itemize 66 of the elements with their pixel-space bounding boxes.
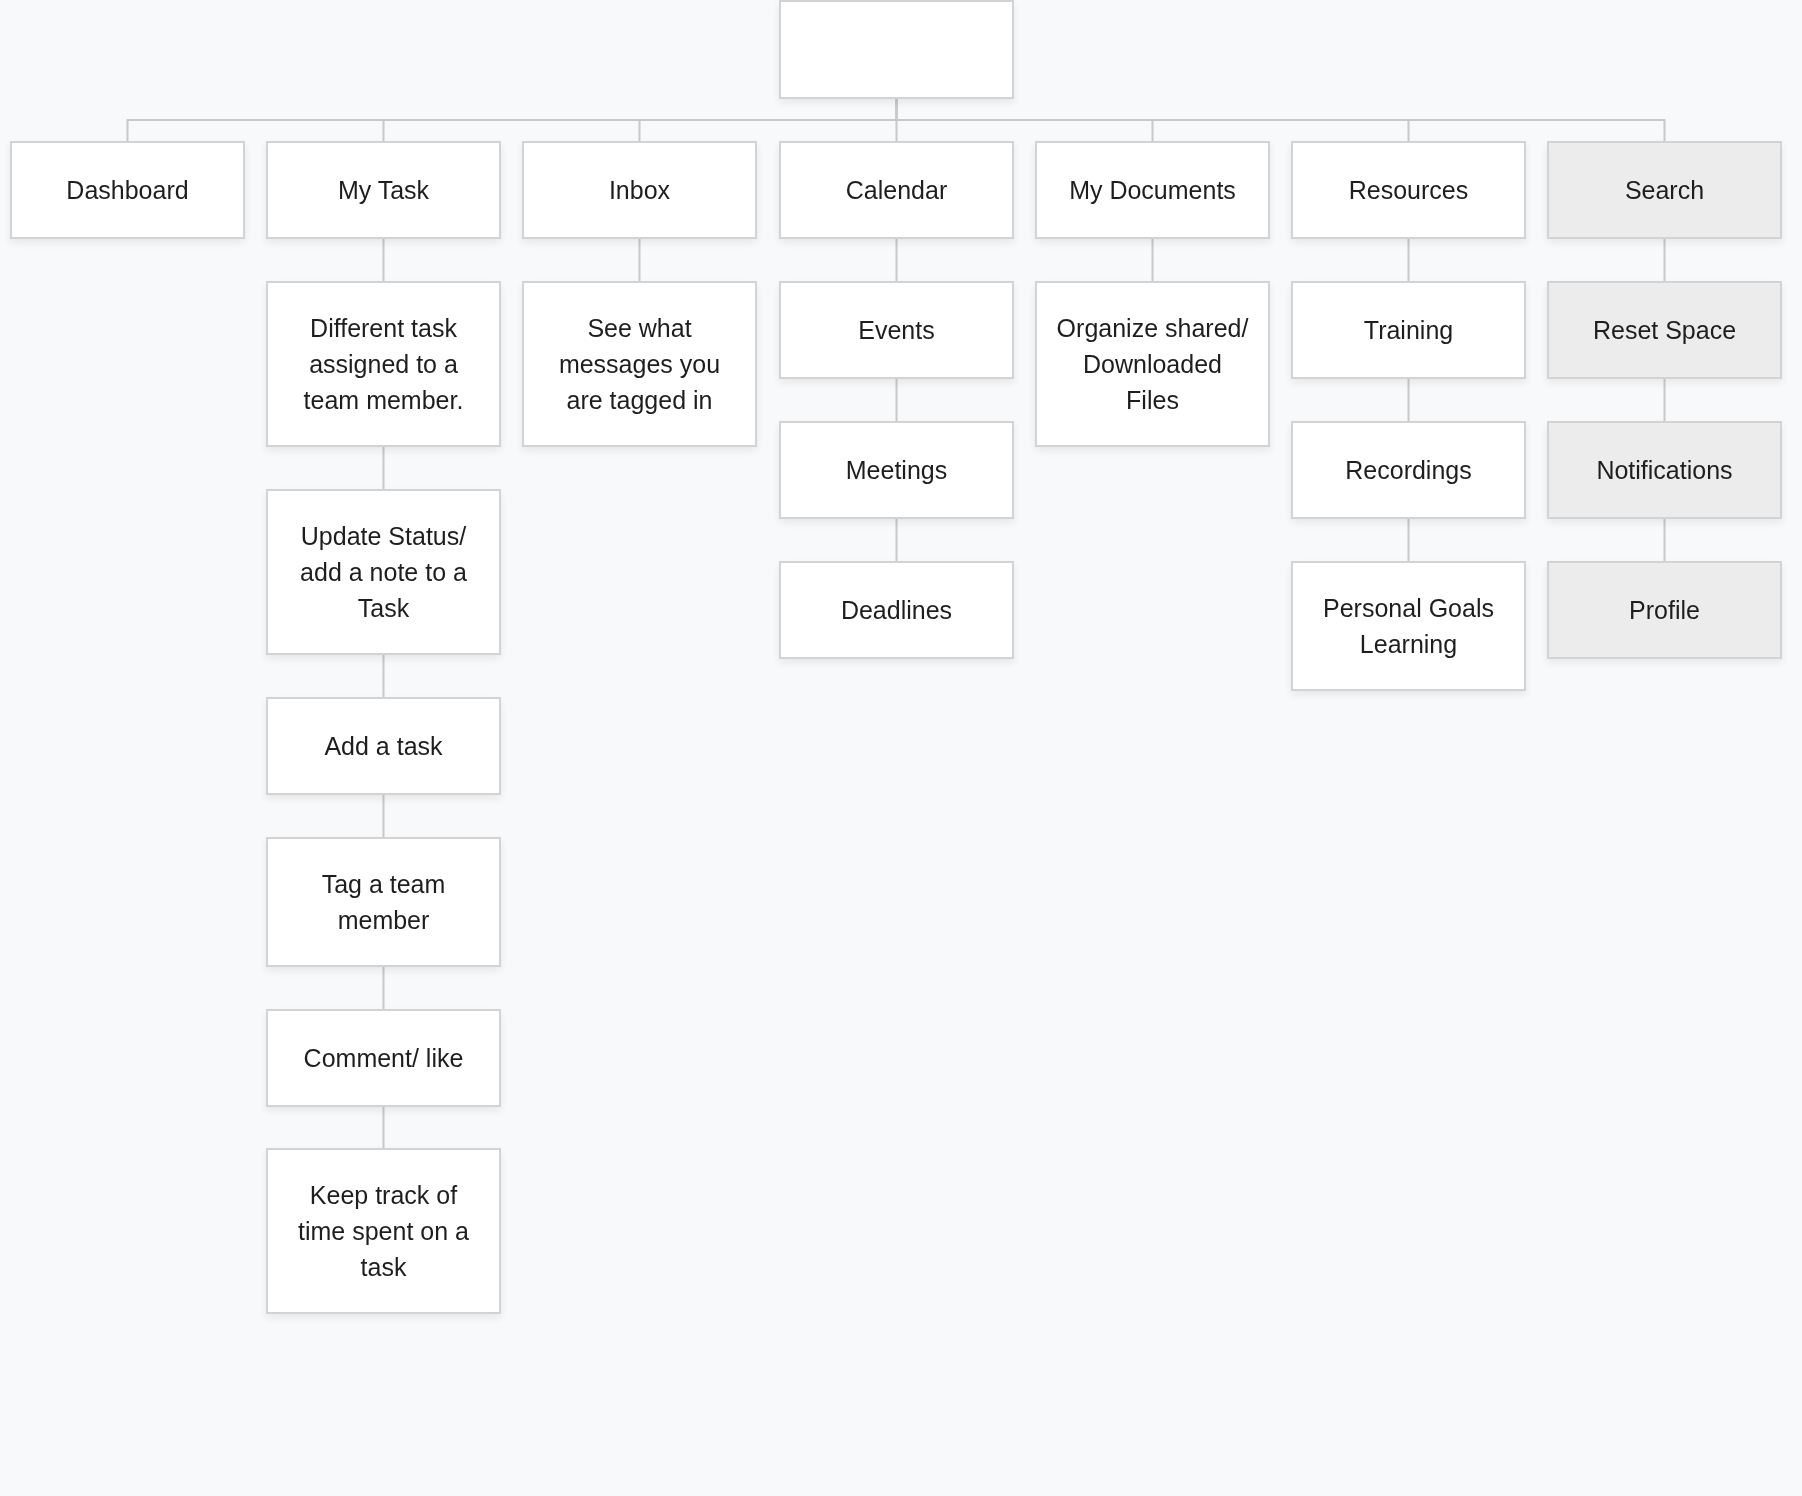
box-label: Add a task (324, 731, 443, 762)
box-label: Comment/ like (303, 1043, 464, 1074)
page-box (779, 141, 1014, 239)
box-label: Recordings (1345, 455, 1472, 486)
page-box (266, 697, 501, 795)
page-box (266, 837, 501, 967)
box-label: Reset Space (1592, 315, 1737, 346)
connector-line (895, 238, 898, 282)
connector-line (1407, 518, 1410, 562)
page-box (1547, 281, 1782, 379)
page-box (779, 281, 1014, 379)
page-box (1291, 281, 1526, 379)
connector-line (382, 238, 385, 282)
box-label: My Documents (1069, 175, 1236, 206)
connector-line (1663, 378, 1666, 422)
connector-line (382, 1106, 385, 1149)
box-label: Search (1624, 175, 1705, 206)
page-box (1291, 141, 1526, 239)
page-box (779, 421, 1014, 519)
box-label: Resources (1348, 175, 1469, 206)
connector-line (382, 966, 385, 1010)
page-box (1547, 561, 1782, 659)
connector-line (1407, 378, 1410, 422)
page-box (1547, 141, 1782, 239)
connector-line (1663, 238, 1666, 282)
page-box (1035, 141, 1270, 239)
page-box (1547, 421, 1782, 519)
box-label: Profile (1629, 595, 1700, 626)
box-label: See what messages you are tagged in (557, 313, 722, 416)
box-label: Organize shared/ Downloaded Files (1055, 313, 1250, 416)
connector-line (638, 238, 641, 282)
root-box (779, 0, 1014, 99)
page-box (266, 1148, 501, 1314)
page-box (522, 281, 757, 447)
page-box (266, 281, 501, 447)
box-label: Different task assigned to a team member. (302, 313, 465, 416)
box-label: My Task (337, 175, 430, 206)
page-box (10, 141, 245, 239)
box-label: Update Status/ add a note to a Task (299, 521, 468, 624)
page-box (1291, 421, 1526, 519)
page-box (266, 1009, 501, 1107)
page-box (1035, 281, 1270, 447)
connector-line (1663, 518, 1666, 562)
box-label: Tag a team member (320, 869, 447, 936)
box-label: Deadlines (840, 595, 953, 626)
box-label: Personal Goals Learning (1322, 593, 1495, 660)
page-box (522, 141, 757, 239)
connector-line (1151, 238, 1154, 282)
page-box (266, 141, 501, 239)
box-label: Inbox (608, 175, 671, 206)
box-label: Calendar (845, 175, 948, 206)
connector-line (382, 446, 385, 490)
connector-line (382, 654, 385, 698)
box-label: Dashboard (66, 175, 189, 206)
box-label: Notifications (1596, 455, 1733, 486)
connector-line (1407, 238, 1410, 282)
box-label: Keep track of time spent on a task (297, 1180, 470, 1283)
page-box (1291, 561, 1526, 691)
connector-line (895, 518, 898, 562)
page-box (266, 489, 501, 655)
connector-line (382, 794, 385, 838)
connector-line (895, 378, 898, 422)
page-box (779, 561, 1014, 659)
box-label: Training (1363, 315, 1454, 346)
box-label: Meetings (845, 455, 948, 486)
box-label: Events (858, 315, 935, 346)
